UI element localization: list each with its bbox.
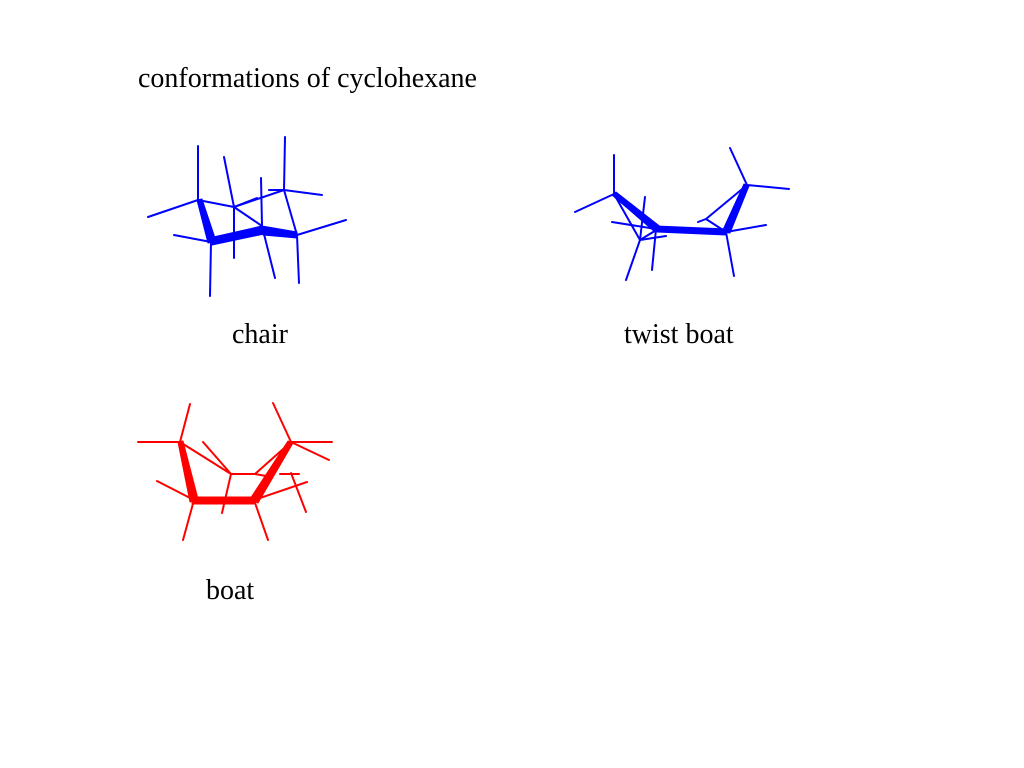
chair-ring-back [197, 189, 298, 236]
chair-front-bond-left [196, 198, 217, 244]
twist-boat-substituents [574, 147, 790, 281]
twist-boat-front-bond-right [721, 183, 750, 234]
chair-label: chair [232, 319, 288, 350]
twist-boat-front-bond-middle [655, 225, 728, 236]
chair-substituents [147, 136, 347, 297]
chair-structure [147, 136, 347, 297]
boat-ring-back [179, 441, 292, 475]
chair-front-bond-middle [208, 225, 265, 246]
slide-title: conformations of cyclohexane [138, 63, 477, 94]
boat-label: boat [206, 575, 255, 606]
boat-substituents [137, 402, 333, 541]
twist-boat-structure [574, 147, 790, 281]
twist-boat-label: twist boat [624, 319, 734, 350]
chair-front-bond-right [261, 225, 298, 239]
boat-structure [137, 402, 333, 541]
boat-front-bond-middle [191, 496, 255, 505]
